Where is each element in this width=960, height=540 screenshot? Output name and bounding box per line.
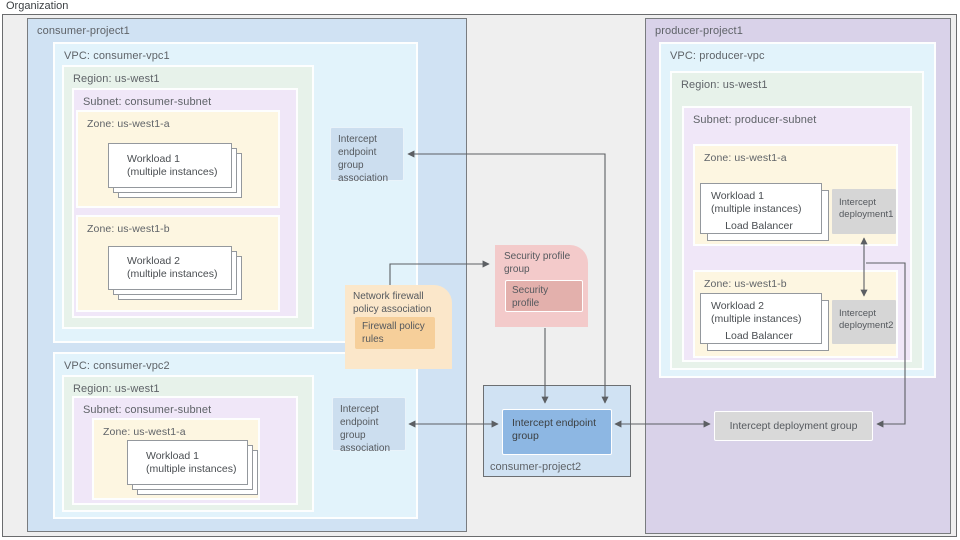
workload1-instances: (multiple instances) — [127, 165, 218, 178]
vpc2-workload1-stack: Workload 1 (multiple instances) — [127, 440, 258, 495]
intercept-deployment2-box: Intercept deployment2 — [832, 300, 896, 344]
producer-workload1-stack: Workload 1 (multiple instances) Load Bal… — [700, 183, 829, 241]
producer-workload1-instances: (multiple instances) — [711, 202, 802, 215]
producer-region-title: Region: us-west1 — [681, 79, 768, 91]
workload2-stack: Workload 2 (multiple instances) — [108, 246, 242, 301]
producer-workload2-card: Workload 2 (multiple instances) Load Bal… — [700, 293, 822, 344]
firewall-policy-rules-box: Firewall policy rules — [355, 317, 435, 349]
vpc2-zone-a-title: Zone: us-west1-a — [103, 426, 186, 438]
vpc2-workload1-name: Workload 1 — [146, 449, 199, 462]
producer-subnet-title: Subnet: producer-subnet — [693, 114, 817, 126]
workload2-card: Workload 2 (multiple instances) — [108, 246, 232, 290]
producer-zone-b-title: Zone: us-west1-b — [704, 278, 787, 290]
producer-load-balancer-2: Load Balancer — [725, 330, 793, 342]
vpc1-region-title: Region: us-west1 — [73, 73, 160, 85]
vpc1-zone-a-title: Zone: us-west1-a — [87, 118, 170, 130]
security-profile-box: Security profile — [505, 280, 583, 312]
vpc2-workload1-instances: (multiple instances) — [146, 462, 237, 475]
workload2-instances: (multiple instances) — [127, 268, 218, 280]
intercept-endpoint-group-association-1: Intercept endpoint group association — [330, 127, 404, 184]
network-firewall-policy-association-title: Network firewall policy association — [353, 291, 432, 315]
vpc2-workload1-card: Workload 1 (multiple instances) — [127, 440, 248, 485]
producer-workload2-name: Workload 2 — [711, 300, 764, 312]
vpc1-zone-b-title: Zone: us-west1-b — [87, 223, 170, 235]
consumer-vpc2-title: VPC: consumer-vpc2 — [64, 360, 170, 372]
producer-load-balancer-1: Load Balancer — [725, 220, 793, 232]
intercept-deployment-group-box: Intercept deployment group — [714, 411, 873, 441]
intercept-deployment1-box: Intercept deployment1 — [832, 189, 896, 234]
security-profile-group-title: Security profile group — [504, 251, 571, 275]
workload1-card: Workload 1 (multiple instances) — [108, 143, 232, 188]
workload1-stack: Workload 1 (multiple instances) — [108, 143, 242, 198]
producer-workload2-stack: Workload 2 (multiple instances) Load Bal… — [700, 293, 829, 351]
vpc2-subnet-title: Subnet: consumer-subnet — [83, 404, 212, 416]
producer-zone-a-title: Zone: us-west1-a — [704, 152, 787, 164]
producer-workload1-name: Workload 1 — [711, 190, 764, 202]
consumer-project2-title: consumer-project2 — [490, 461, 582, 473]
vpc1-subnet-title: Subnet: consumer-subnet — [83, 96, 212, 108]
vpc2-region-title: Region: us-west1 — [73, 383, 160, 395]
intercept-endpoint-group-box: Intercept endpoint group — [502, 409, 612, 455]
workload1-name: Workload 1 — [127, 152, 180, 165]
producer-project1-title: producer-project1 — [655, 25, 743, 37]
producer-workload1-card: Workload 1 (multiple instances) Load Bal… — [700, 183, 822, 234]
producer-vpc-title: VPC: producer-vpc — [670, 50, 765, 62]
consumer-project1-title: consumer-project1 — [37, 25, 130, 37]
workload2-name: Workload 2 — [127, 255, 180, 267]
consumer-vpc1-title: VPC: consumer-vpc1 — [64, 50, 170, 62]
organization-label: Organization — [6, 0, 69, 12]
intercept-endpoint-group-association-2: Intercept endpoint group association — [332, 397, 406, 454]
producer-workload2-instances: (multiple instances) — [711, 312, 802, 325]
